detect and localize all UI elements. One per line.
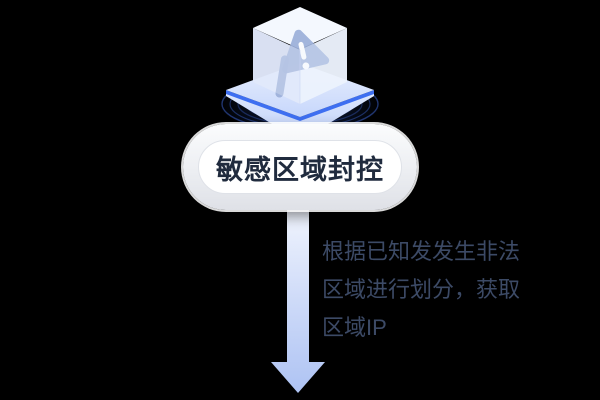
warning-triangle-icon — [275, 29, 330, 98]
cube-left-face — [253, 28, 300, 104]
node-pill-label: 敏感区域封控 — [216, 154, 384, 185]
annotation-line: 区域进行划分，获取 — [322, 277, 521, 302]
node-pill: 敏感区域封控 — [183, 124, 417, 210]
down-arrow-icon — [271, 200, 325, 393]
annotation-line: 根据已知发发生非法 — [322, 239, 521, 264]
annotation-line: 区域IP — [322, 315, 387, 340]
annotation-text: 根据已知发发生非法 区域进行划分，获取 区域IP — [322, 233, 547, 347]
node-pill-inner: 敏感区域封控 — [198, 140, 402, 194]
cube-front-veil — [253, 28, 347, 104]
cube-top-face — [253, 7, 347, 49]
exclamation-mark — [298, 41, 310, 70]
